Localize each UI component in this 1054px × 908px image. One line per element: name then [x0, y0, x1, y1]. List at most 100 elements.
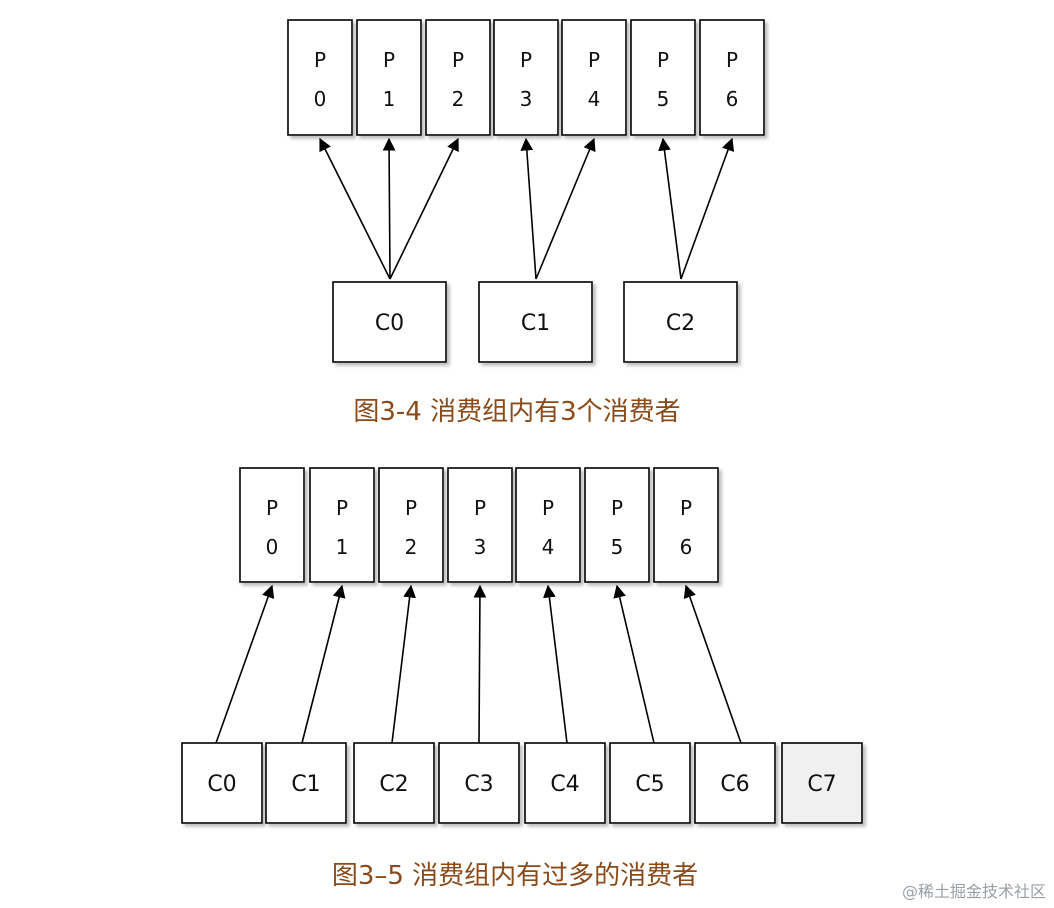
partition-label-letter: P [726, 48, 738, 72]
partition-label-number: 2 [452, 87, 465, 111]
partition-label-number: 4 [588, 87, 601, 111]
partition-label-number: 0 [314, 87, 327, 111]
consumer-box-d2-c7: C7 [781, 742, 863, 824]
consumer-label: C6 [720, 772, 749, 797]
partition-label-number: 6 [726, 87, 739, 111]
consumer-box-d2-c3: C3 [438, 742, 520, 824]
assignment-arrow-d2-c1-p1 [301, 584, 346, 744]
assignment-arrow-d1-c0-p1 [382, 137, 396, 280]
partition-box-d1-p1: P1 [356, 19, 422, 136]
partition-rect [356, 19, 422, 136]
assignment-arrow-d2-c0-p0 [215, 584, 275, 744]
partition-rect [515, 467, 581, 583]
consumer-rect [332, 281, 447, 363]
partition-label-letter: P [383, 48, 395, 72]
partition-label-number: 5 [657, 87, 670, 111]
partition-box-d2-p5: P5 [584, 467, 650, 583]
partition-label-letter: P [611, 496, 623, 520]
partition-box-d1-p3: P3 [493, 19, 559, 136]
partition-label-number: 6 [680, 535, 693, 559]
partition-label-letter: P [405, 496, 417, 520]
assignment-arrow-d1-c2-p5 [658, 137, 682, 280]
partition-box-d1-p2: P2 [425, 19, 491, 136]
partition-label-number: 2 [405, 535, 418, 559]
consumer-box-d2-c2: C2 [353, 742, 435, 824]
assignment-arrow-d2-c4-p4 [543, 584, 568, 744]
partition-box-d1-p4: P4 [561, 19, 627, 136]
assignment-arrow-d2-c6-p6 [683, 584, 742, 744]
consumer-box-d1-c0: C0 [332, 281, 447, 363]
partition-rect [287, 19, 353, 136]
consumer-label: C1 [291, 772, 320, 797]
consumer-label: C0 [207, 772, 236, 797]
partition-rect [630, 19, 696, 136]
assignment-arrow-d1-c0-p0 [319, 137, 391, 280]
partition-label-letter: P [520, 48, 532, 72]
consumer-rect [781, 742, 863, 824]
partition-box-d2-p2: P2 [378, 467, 444, 583]
assignment-arrow-d1-c2-p6 [680, 137, 735, 280]
assignment-arrow-d2-c3-p3 [473, 584, 487, 744]
consumer-label: C5 [635, 772, 664, 797]
partition-rect [309, 467, 375, 583]
consumer-rect [694, 742, 776, 824]
consumer-label: C3 [464, 772, 493, 797]
partition-box-d2-p1: P1 [309, 467, 375, 583]
partition-label-letter: P [314, 48, 326, 72]
partition-box-d1-p0: P0 [287, 19, 353, 136]
consumer-box-d1-c1: C1 [478, 281, 593, 363]
partition-rect [493, 19, 559, 136]
consumer-label: C1 [521, 311, 550, 336]
partition-rect [561, 19, 627, 136]
figure-caption-3-4: 图3-4 消费组内有3个消费者 [353, 397, 681, 427]
partition-rect [239, 467, 305, 583]
consumer-rect [265, 742, 347, 824]
consumer-box-d2-c6: C6 [694, 742, 776, 824]
partition-rect [447, 467, 513, 583]
partition-label-letter: P [588, 48, 600, 72]
partition-box-d2-p6: P6 [653, 467, 719, 583]
partition-box-d2-p3: P3 [447, 467, 513, 583]
partition-label-letter: P [542, 496, 554, 520]
partition-label-number: 0 [266, 535, 279, 559]
consumer-box-d2-c1: C1 [265, 742, 347, 824]
consumer-box-d2-c0: C0 [181, 742, 263, 824]
assignment-arrow-d2-c2-p2 [391, 584, 416, 744]
partition-label-number: 3 [520, 87, 533, 111]
partition-box-d1-p5: P5 [630, 19, 696, 136]
consumer-rect [478, 281, 593, 363]
partition-rect [584, 467, 650, 583]
partition-label-letter: P [474, 496, 486, 520]
assignment-arrow-d1-c1-p4 [535, 137, 596, 280]
partition-label-number: 1 [336, 535, 349, 559]
consumer-rect [524, 742, 606, 824]
consumer-box-d2-c5: C5 [609, 742, 691, 824]
consumer-box-d1-c2: C2 [623, 281, 738, 363]
assignment-arrow-d2-c5-p5 [613, 584, 655, 744]
watermark: @稀土掘金技术社区 [901, 882, 1046, 901]
partition-label-number: 4 [542, 535, 555, 559]
partition-label-letter: P [336, 496, 348, 520]
assignment-arrow-d1-c1-p3 [520, 137, 537, 280]
partition-label-number: 3 [474, 535, 487, 559]
partition-rect [378, 467, 444, 583]
consumer-rect [609, 742, 691, 824]
consumer-label: C4 [550, 772, 579, 797]
partition-rect [653, 467, 719, 583]
partition-box-d2-p4: P4 [515, 467, 581, 583]
consumer-rect [181, 742, 263, 824]
consumer-label: C2 [666, 311, 695, 336]
partition-label-letter: P [266, 496, 278, 520]
partition-label-number: 1 [383, 87, 396, 111]
consumer-rect [438, 742, 520, 824]
consumer-rect [353, 742, 435, 824]
partition-label-letter: P [680, 496, 692, 520]
partition-rect [699, 19, 765, 136]
consumer-label: C7 [807, 772, 836, 797]
consumer-box-d2-c4: C4 [524, 742, 606, 824]
partition-rect [425, 19, 491, 136]
partition-box-d2-p0: P0 [239, 467, 305, 583]
